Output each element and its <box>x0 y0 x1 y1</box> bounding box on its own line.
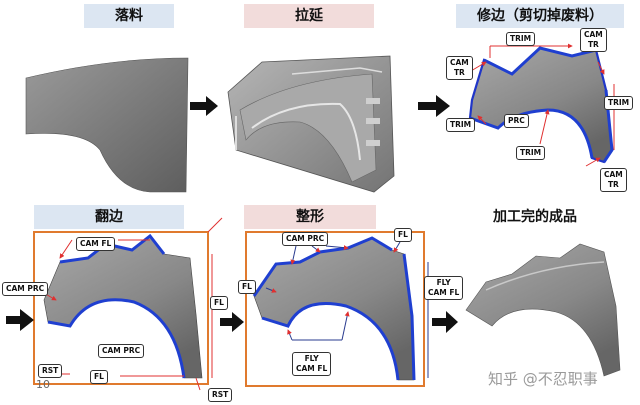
arrow-blank-to-draw <box>190 96 218 116</box>
caption-trimming: 修边（剪切掉废料） <box>456 4 624 28</box>
caption-finished: 加工完的成品 <box>493 209 577 225</box>
label-rst-right: RST <box>208 388 233 402</box>
label-trim-top: TRIM <box>506 32 536 46</box>
arrow-restrike-to-finished <box>432 311 458 333</box>
restrike-frame <box>245 231 425 387</box>
caption-drawing: 拉延 <box>244 4 374 28</box>
label-fl-right: FL <box>210 296 228 310</box>
label-trim-right: TRIM <box>604 96 634 110</box>
label-fl-bottom: FL <box>90 370 108 384</box>
label-restrike-fl-top: FL <box>394 228 412 242</box>
label-rst-left: RST <box>38 364 63 378</box>
label-restrike-cam-prc: CAM PRC <box>282 232 329 246</box>
label-restrike-fl-left: FL <box>238 280 256 294</box>
caption-restrike: 整形 <box>244 205 376 229</box>
drawn-panel <box>227 55 395 193</box>
arrow-draw-to-trim <box>418 95 450 117</box>
arrow-flange-to-restrike <box>220 312 244 332</box>
label-trim-left: TRIM <box>446 118 476 132</box>
caption-blanking: 落料 <box>84 4 174 28</box>
label-fly-cam-fl-bottom: FLY CAM FL <box>292 352 332 376</box>
page-number: 10 <box>36 378 50 391</box>
label-trim-bottom: TRIM <box>516 146 546 160</box>
label-cam-tr-left: CAM TR <box>446 56 473 80</box>
label-cam-tr-right: CAM TR <box>580 28 607 52</box>
label-cam-fl: CAM FL <box>76 237 116 251</box>
label-cam-prc-bottom: CAM PRC <box>98 344 145 358</box>
restruck-fender <box>252 236 416 381</box>
flanging-frame <box>33 231 209 385</box>
arrow-into-flange <box>6 309 34 331</box>
label-cam-tr-bottom: CAM TR <box>600 168 627 192</box>
watermark: 知乎 @不忍职事 <box>488 370 598 388</box>
label-fly-cam-fl-right: FLY CAM FL <box>424 276 464 300</box>
finished-fender <box>465 243 621 377</box>
label-prc: PRC <box>504 114 529 128</box>
flanged-fender <box>43 233 203 379</box>
blank-sheet <box>25 57 189 193</box>
label-cam-prc-left: CAM PRC <box>2 282 49 296</box>
caption-flanging: 翻边 <box>34 205 184 229</box>
trimmed-fender <box>468 46 614 164</box>
